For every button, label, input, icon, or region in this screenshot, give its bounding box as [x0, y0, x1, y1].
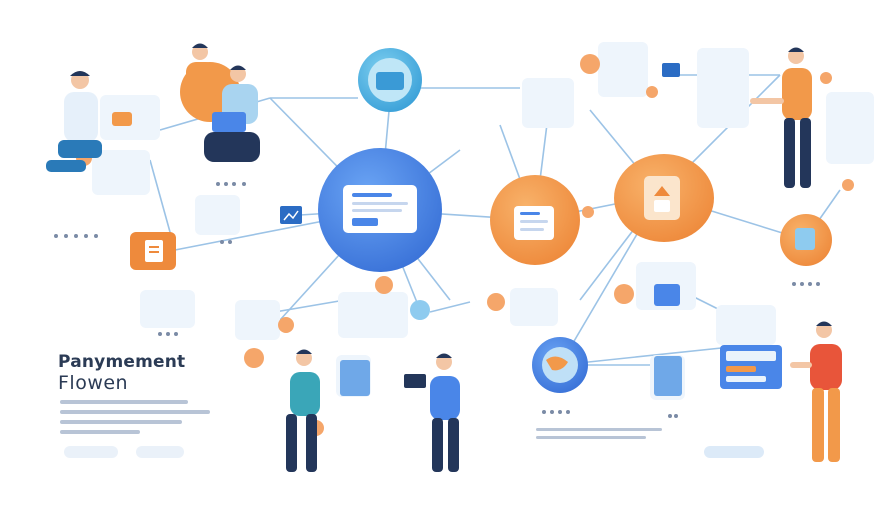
person-orange	[790, 321, 842, 462]
hub-blue-top	[358, 48, 422, 112]
person-tablet	[404, 353, 460, 472]
tablet-icon	[280, 63, 782, 396]
hub-orange-right	[614, 154, 714, 242]
diagram-title: Panymement Flowen	[58, 352, 185, 394]
caption-bars	[60, 400, 764, 458]
background-panels	[92, 42, 874, 400]
hub-orange-small	[780, 214, 832, 266]
person-teal	[286, 349, 320, 472]
title-line-2: Flowen	[58, 372, 129, 394]
person-presenter	[750, 47, 812, 188]
document-icon	[130, 232, 176, 270]
person-analyst	[46, 71, 132, 172]
globe-icon	[532, 337, 588, 393]
title-line-1: Panymement	[58, 352, 186, 372]
person-pair	[186, 43, 260, 162]
hub-blue-main	[318, 148, 442, 272]
dot-clusters	[54, 182, 820, 418]
hub-orange-center	[490, 175, 580, 265]
